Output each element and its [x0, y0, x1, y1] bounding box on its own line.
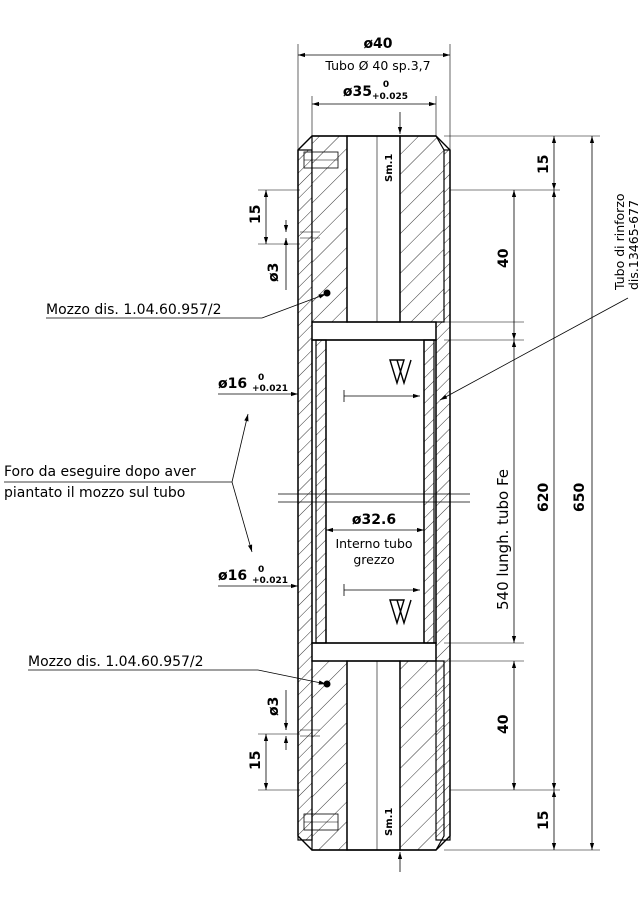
- hole-tol-lower-top: +0.021: [252, 384, 288, 394]
- reinforce-label-line1: Tubo di rinforzo: [612, 193, 627, 291]
- hole-note-line2: piantato il mozzo sul tubo: [4, 485, 185, 501]
- reinforce-leader: [439, 297, 629, 401]
- hub-bottom-label: Mozzo dis. 1.04.60.957/2: [28, 654, 204, 670]
- hub-top-label: Mozzo dis. 1.04.60.957/2: [46, 302, 222, 318]
- reinforce-tube: [311, 339, 437, 644]
- dim-right: [444, 135, 600, 851]
- outer-tube-left-wall: [297, 149, 313, 841]
- hub-bore-tol-lower: +0.025: [372, 92, 408, 102]
- dim-len-15-bottom: 15: [536, 811, 552, 830]
- hole-dia-bottom: ø16: [218, 568, 247, 584]
- hole-tol-upper-bottom: 0: [258, 565, 264, 575]
- dim-len-40-bottom: 40: [496, 714, 512, 734]
- bead-dia-top: ø3: [266, 263, 282, 282]
- dim-left-top: [258, 189, 320, 290]
- dim-top: [297, 44, 451, 150]
- dim-len-40-top: 40: [496, 248, 512, 268]
- chamfer-bottom-label: Sm.1: [384, 808, 395, 836]
- inner-note-line1: Interno tubo: [335, 536, 412, 551]
- tube-spec-label: Tubo Ø 40 sp.3,7: [324, 58, 430, 73]
- dim-len-15-top: 15: [536, 155, 552, 174]
- weld-len-bottom: 15: [248, 751, 264, 770]
- dim-outer-diameter: ø40: [363, 36, 392, 52]
- hole-tol-lower-bottom: +0.021: [252, 576, 288, 586]
- hub-bore-tol-upper: 0: [383, 80, 389, 90]
- chamfer-top-label: Sm.1: [384, 154, 395, 182]
- bead-dia-bottom: ø3: [266, 697, 282, 716]
- dim-len-540: 540 lungh. tubo Fe: [494, 469, 512, 610]
- dim-len-620: 620: [536, 483, 552, 512]
- part-outline: [297, 135, 451, 851]
- dim-inner-diameter: ø32.6: [352, 512, 396, 528]
- hub-bottom: [303, 642, 445, 851]
- hole-note-line1: Foro da eseguire dopo aver: [4, 464, 196, 480]
- surface-finish-bottom: [343, 584, 420, 626]
- surface-finish-top: [343, 359, 420, 402]
- hole-tol-upper-top: 0: [258, 373, 264, 383]
- dim-hub-bore: ø35: [343, 84, 372, 100]
- hole-dia-top: ø16: [218, 376, 247, 392]
- inner-note-line2: grezzo: [353, 552, 394, 567]
- hub-top: [303, 135, 445, 341]
- reinforce-label-line2: dis.13465-677: [626, 200, 640, 290]
- dim-len-650: 650: [572, 483, 588, 512]
- weld-len-top: 15: [248, 205, 264, 224]
- dim-left-bottom: [258, 690, 320, 791]
